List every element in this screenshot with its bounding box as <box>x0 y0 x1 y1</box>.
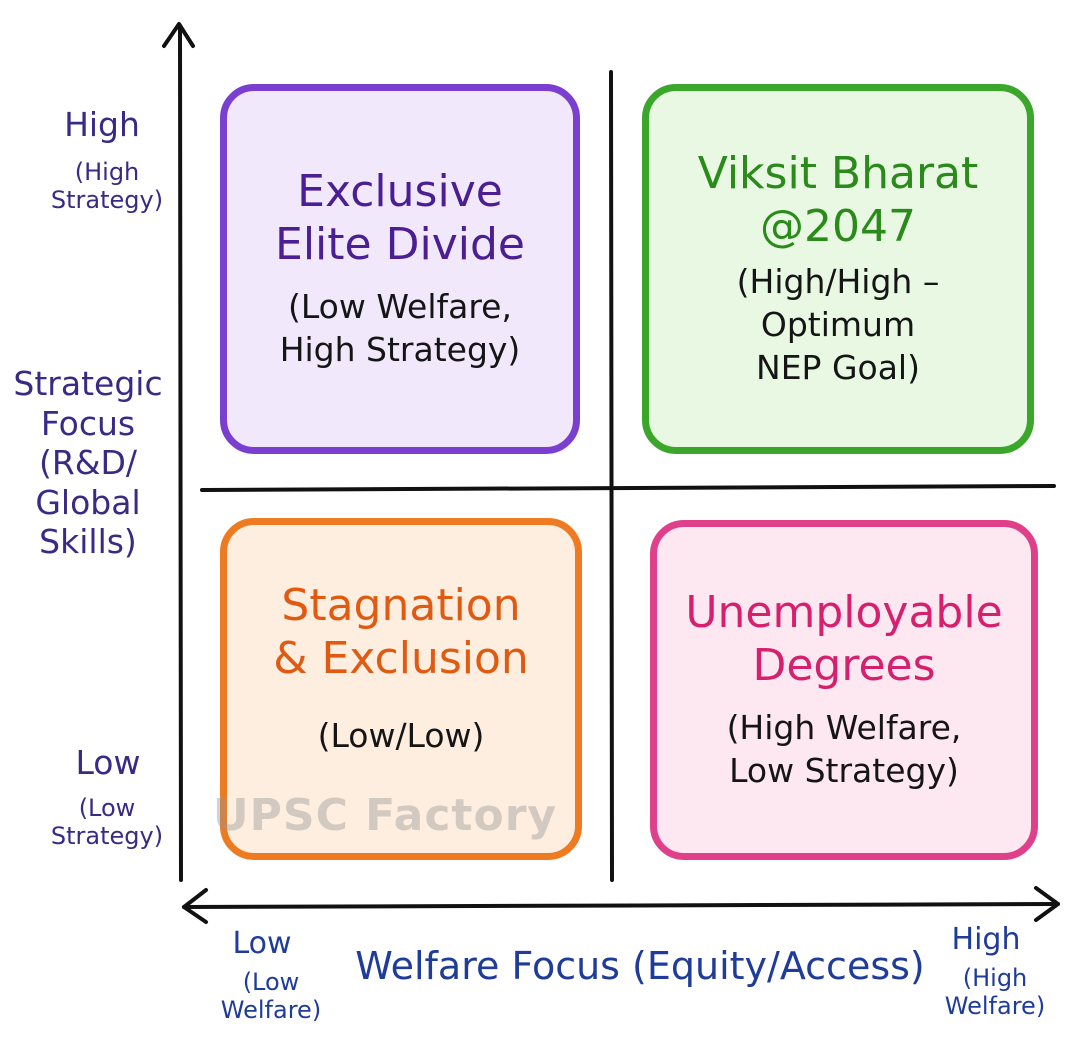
quadrant-bottom-left-subtitle: (Low/Low) <box>317 716 485 756</box>
y-axis-arrowhead <box>162 22 195 48</box>
quadrant-top-right-subtitle: (High/High – Optimum NEP Goal) <box>736 262 940 388</box>
quadrant-top-right: Viksit Bharat @2047 (High/High – Optimum… <box>642 84 1034 454</box>
y-low-label: Low <box>75 743 141 782</box>
y-low-sublabel: (Low Strategy) <box>50 794 164 851</box>
x-axis-line <box>182 902 1060 909</box>
x-high-sublabel: (High Welfare) <box>944 964 1046 1021</box>
x-axis-right-arrowhead <box>1034 886 1060 922</box>
watermark: UPSC Factory <box>212 790 558 841</box>
quadrant-top-left: Exclusive Elite Divide (Low Welfare, Hig… <box>220 84 580 454</box>
x-low-sublabel: (Low Welfare) <box>220 968 322 1025</box>
quadrant-top-left-subtitle: (Low Welfare, High Strategy) <box>279 286 521 369</box>
quadrant-top-right-title: Viksit Bharat @2047 <box>697 147 979 252</box>
quadrant-bottom-right: Unemployable Degrees (High Welfare, Low … <box>650 520 1038 860</box>
y-high-label: High <box>64 105 140 144</box>
quadrant-bottom-right-title: Unemployable Degrees <box>685 587 1003 692</box>
y-high-sublabel: (High Strategy) <box>50 158 164 215</box>
y-axis-title: Strategic Focus (R&D/ Global Skills) <box>13 364 163 562</box>
vertical-divider <box>609 70 614 882</box>
x-axis-left-arrowhead <box>182 888 208 924</box>
x-axis-title: Welfare Focus (Equity/Access) <box>355 944 925 988</box>
quadrant-bottom-left: Stagnation & Exclusion (Low/Low) <box>220 518 582 860</box>
x-low-label: Low <box>232 926 292 961</box>
y-axis-line <box>178 24 183 882</box>
quadrant-bottom-right-subtitle: (High Welfare, Low Strategy) <box>726 707 962 790</box>
quadrant-top-left-title: Exclusive Elite Divide <box>275 166 525 271</box>
quadrant-bottom-left-title: Stagnation & Exclusion <box>273 579 529 684</box>
horizontal-divider <box>200 484 1056 492</box>
x-high-label: High <box>951 922 1021 957</box>
